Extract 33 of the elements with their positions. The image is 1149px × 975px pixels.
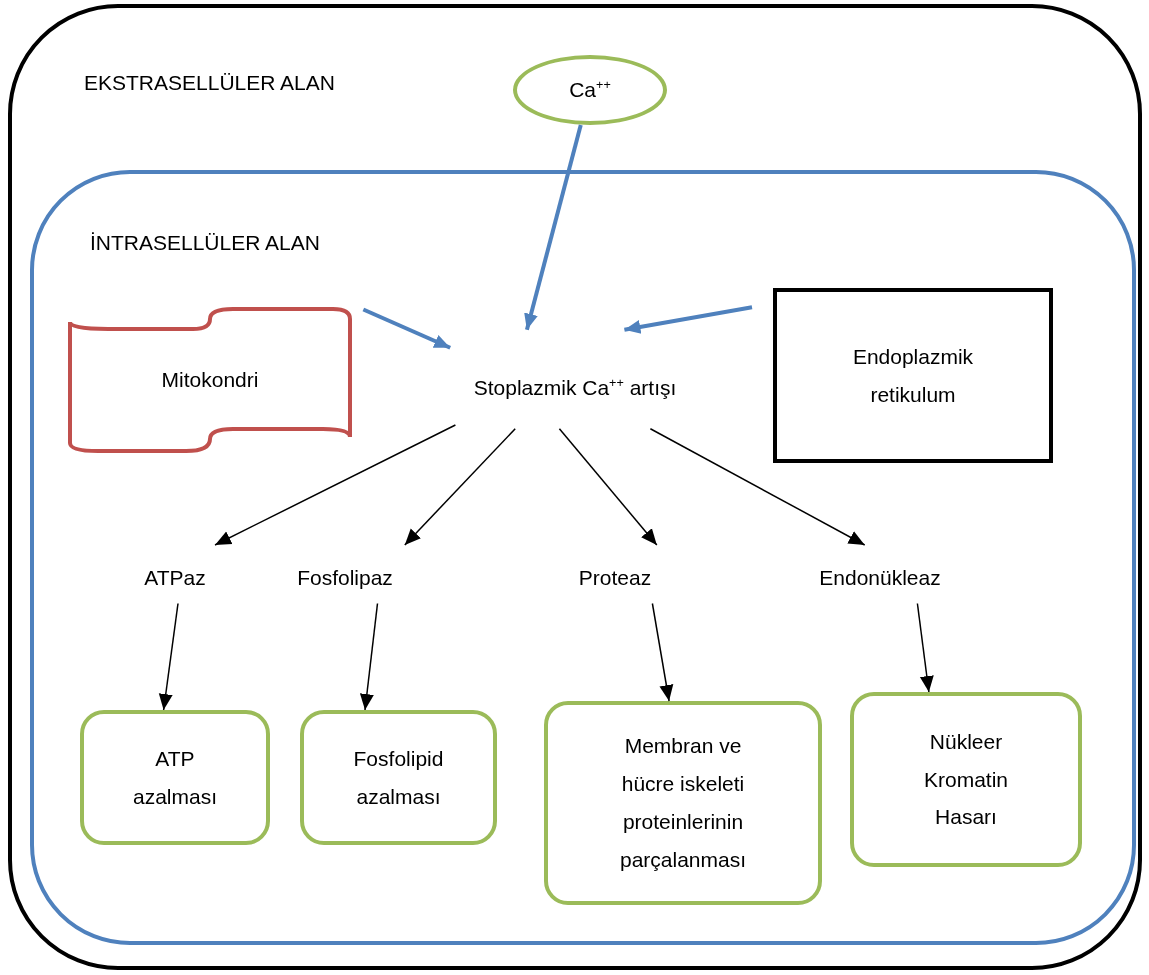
node-label: Mitokondri	[161, 367, 259, 394]
region-heading: İNTRASELLÜLER ALAN	[90, 230, 320, 256]
node-label: Fosfolipid azalması	[352, 745, 445, 810]
node-label: Nükleer Kromatin Hasarı	[923, 728, 1009, 831]
node-label: Endoplazmik retikulum	[851, 343, 975, 408]
process-label: Endonükleaz	[819, 564, 941, 591]
process-label: ATPaz	[144, 564, 206, 591]
result-box	[80, 710, 270, 845]
arrow	[359, 602, 379, 711]
process-label: Fosfolipaz	[297, 564, 393, 591]
arrow	[916, 602, 934, 693]
ion-ellipse	[513, 55, 667, 125]
arrow	[558, 428, 658, 546]
node-label: Ca$^{++}$	[569, 77, 611, 104]
region-boundary	[30, 170, 1136, 945]
arrow	[404, 428, 516, 546]
arrow	[624, 305, 753, 334]
arrow	[651, 602, 674, 702]
result-box	[850, 692, 1082, 867]
node-label: ATP azalması	[132, 745, 218, 810]
arrow	[158, 602, 179, 711]
process-label: Proteaz	[578, 564, 652, 591]
result-box	[544, 701, 822, 905]
node-label: Membran ve hücre iskeleti proteinlerinin parçalanması	[618, 733, 748, 873]
result-box	[300, 710, 497, 845]
arrow	[362, 307, 451, 350]
arrow	[214, 424, 457, 546]
arrow	[524, 124, 583, 331]
arrow	[649, 428, 866, 546]
organelle-box	[773, 288, 1053, 463]
process-label: Stoplazmik Ca$^{++}$ artışı	[473, 374, 677, 401]
region-boundary	[8, 4, 1142, 970]
region-heading: EKSTRASELLÜLER ALAN	[84, 70, 335, 96]
